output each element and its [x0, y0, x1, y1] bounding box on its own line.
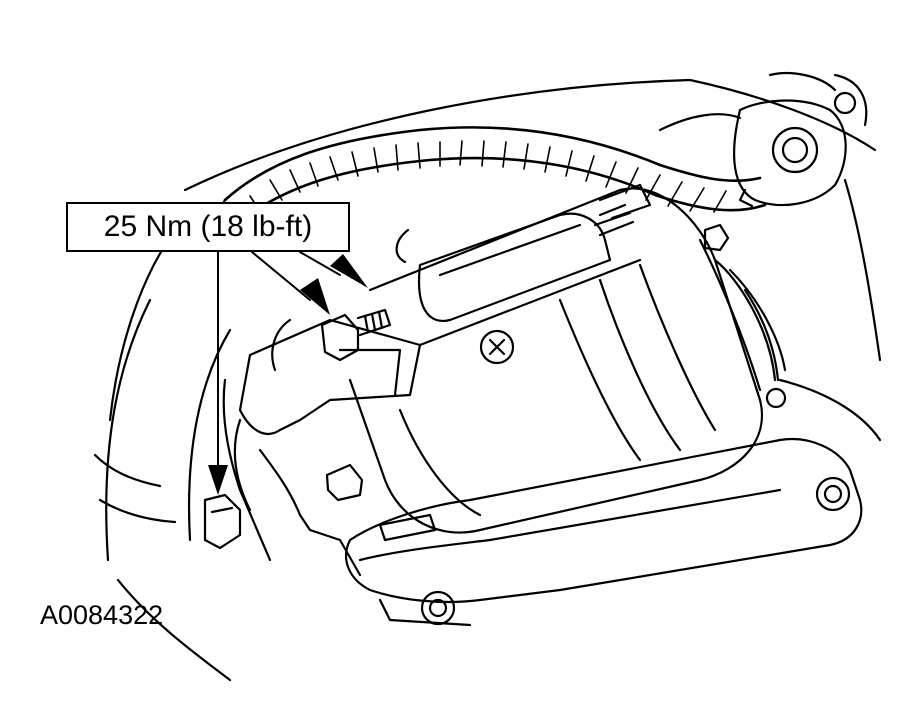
- arrowhead-bolt: [300, 278, 330, 315]
- dowel-pin: [325, 463, 437, 542]
- starter-motor-body: [348, 187, 787, 534]
- connector-bracket: [658, 72, 868, 208]
- figure-id-label: A0084322: [40, 600, 164, 630]
- torque-spec-label: 25 Nm (18 lb-ft): [103, 210, 313, 243]
- housing-outline: [93, 78, 882, 682]
- lower-starter-bolt: [203, 493, 242, 550]
- stud-nut: [703, 223, 787, 409]
- arrowhead-solenoid: [330, 254, 368, 288]
- mounting-flange: [222, 318, 422, 577]
- upper-starter-bolt: [320, 308, 392, 362]
- arrowhead-down: [208, 465, 228, 495]
- callout-leader-lines: [217, 251, 341, 471]
- solenoid: [395, 183, 652, 322]
- torque-spec-callout: 25 Nm (18 lb-ft): [66, 202, 350, 252]
- lower-mounting-rail: [345, 437, 863, 627]
